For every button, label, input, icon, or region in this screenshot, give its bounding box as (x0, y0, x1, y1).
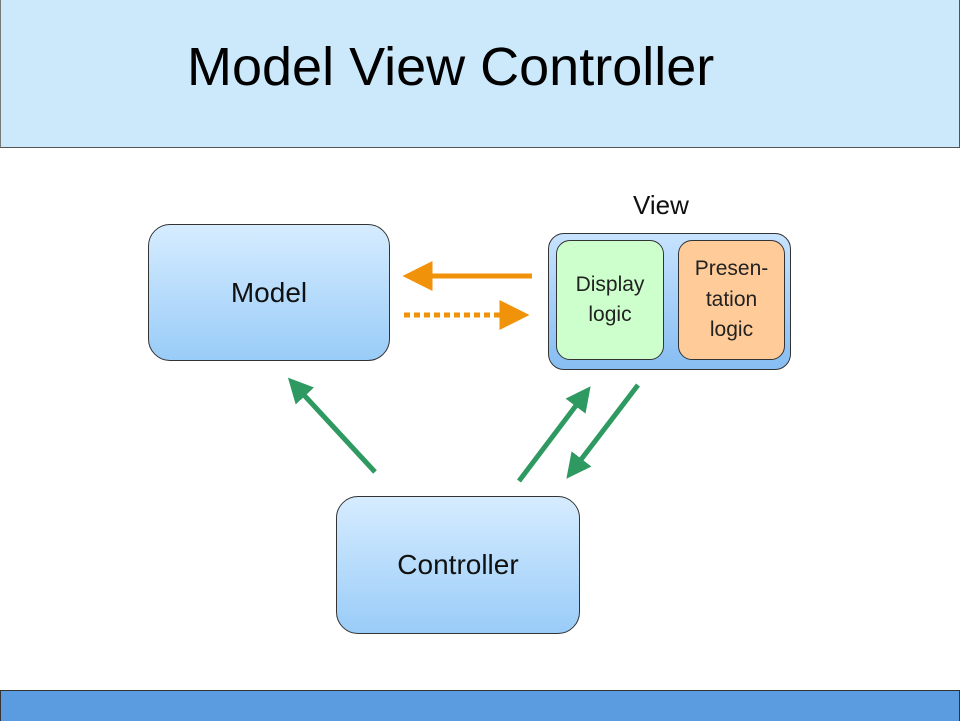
controller-to-model-arrow (287, 377, 377, 474)
controller-to-view-arrow (517, 386, 591, 483)
footer-bar (0, 690, 960, 721)
controller-label: Controller (397, 549, 519, 580)
display-logic-label: Display logic (575, 272, 645, 326)
view-label: View (633, 190, 689, 220)
view-to-controller-arrow (566, 383, 640, 479)
presentation-logic-box: Presen- tation logic (678, 240, 785, 360)
presentation-logic-label: Presen- tation logic (694, 257, 769, 342)
controller-box: Controller (336, 496, 580, 634)
slide-title: Model View Controller (187, 37, 715, 97)
title-banner: Model View Controller (0, 0, 960, 148)
model-label: Model (230, 276, 308, 308)
display-logic-box: Display logic (556, 240, 664, 360)
model-box: Model (148, 224, 390, 361)
